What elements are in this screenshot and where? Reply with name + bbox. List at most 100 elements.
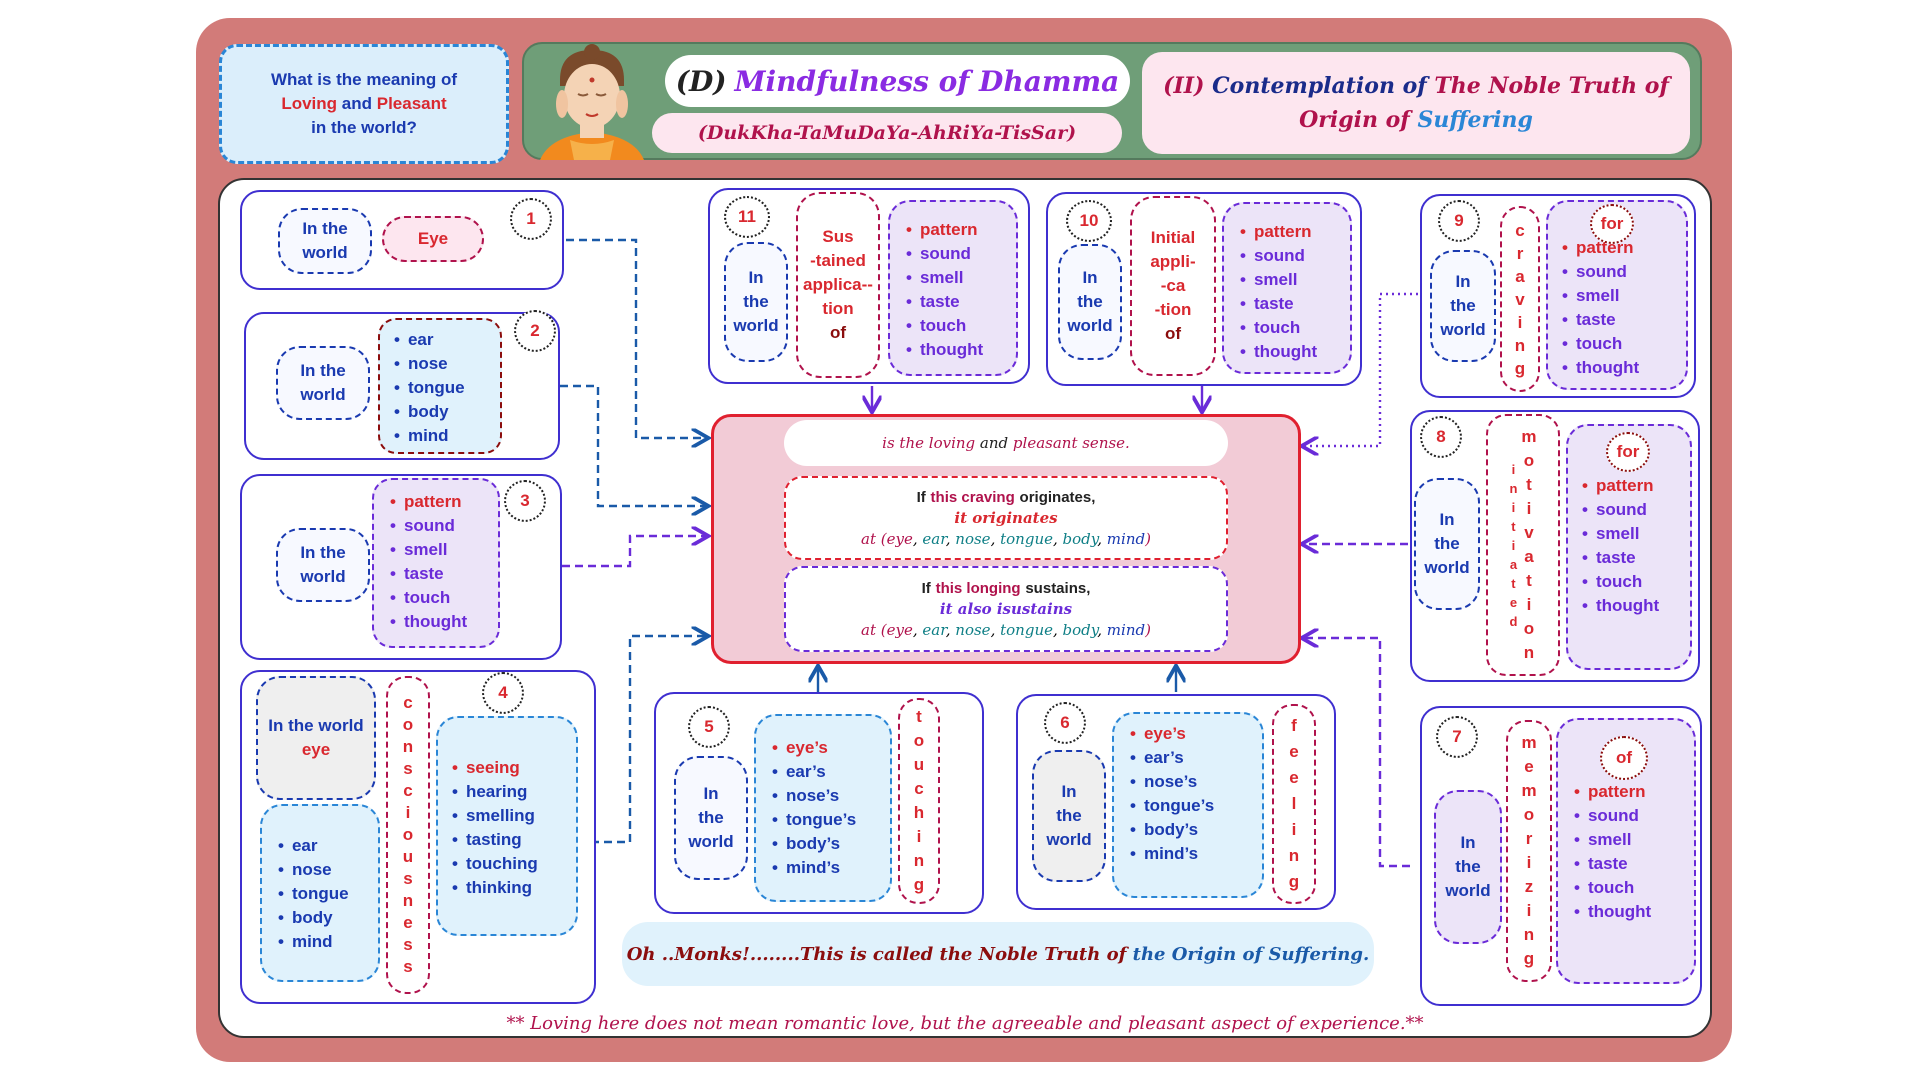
the-text: the (1450, 296, 1476, 315)
vertical-letter: c (403, 781, 413, 800)
list-item: pattern (1582, 474, 1659, 498)
title-pill: (D) Mindfulness of Dhamma (665, 55, 1130, 107)
vertical-letter: o (913, 731, 925, 750)
world-text: world (688, 832, 734, 851)
box-1-eye: Eye (382, 216, 484, 262)
vertical-letter: o (1523, 451, 1535, 470)
list-item: sound (390, 514, 467, 538)
list-item: nose’s (1130, 770, 1214, 794)
list-item: hearing (452, 780, 538, 804)
in-text: In (748, 268, 764, 287)
vertical-letter: o (1523, 805, 1535, 824)
arrow-4 (578, 636, 706, 844)
origin-originates: originates, (1019, 488, 1096, 506)
word-and: and (341, 94, 372, 113)
vertical-letter: e (1524, 757, 1534, 776)
list-item: touching (452, 852, 538, 876)
list-item: pattern (1240, 220, 1317, 244)
world-text: world (1046, 830, 1092, 849)
label-line: Initial (1150, 228, 1196, 247)
label-line: applica-- (803, 275, 873, 294)
box-10-list: pattern sound smell taste touch thought (1240, 220, 1317, 364)
world-text: world (1424, 558, 1470, 577)
organ-tongue: tongue (1000, 529, 1053, 548)
list-item: touch (1574, 876, 1651, 900)
the-text: the (1434, 534, 1460, 553)
organ-ear: ear (922, 529, 946, 548)
the-text: the (1077, 292, 1103, 311)
list-item: tongue’s (1130, 794, 1214, 818)
list-item: tongue (394, 376, 465, 400)
vertical-letter: c (403, 693, 413, 712)
list-item: thought (390, 610, 467, 634)
vertical-letter: n (913, 851, 925, 870)
vertical-letter: n (1523, 925, 1535, 944)
subtitle-pill: (DukKha-TaMuDaYa-AhRiYa-TisSar) (652, 113, 1122, 153)
world-text: world (1440, 320, 1486, 339)
list-item: smell (390, 538, 467, 562)
vertical-letter: a (1524, 547, 1534, 566)
sustain-it: it also isustains (939, 599, 1073, 618)
box-7-number: 7 (1436, 716, 1478, 758)
vertical-letter: a (1509, 556, 1518, 572)
box-1-number: 1 (510, 198, 552, 240)
vertical-letter: u (402, 847, 414, 866)
vertical-letter: i (1526, 853, 1532, 872)
vertical-letter: i (405, 803, 411, 822)
list-item: taste (390, 562, 467, 586)
label-line: -tion (1154, 300, 1192, 319)
vertical-letter: r (1516, 243, 1524, 263)
vertical-letter: n (1509, 480, 1518, 496)
box-7-of: of (1600, 736, 1648, 780)
list-item: eye’s (1130, 722, 1214, 746)
box-9-list: pattern sound smell taste touch thought (1562, 236, 1639, 380)
vertical-letter: f (1291, 716, 1297, 735)
list-item: sound (1582, 498, 1659, 522)
vertical-letter: d (1509, 613, 1518, 629)
in-text: In (1061, 782, 1077, 801)
sustain-box: If this longing sustains, it also isusta… (784, 566, 1228, 652)
organ-nose: nose (955, 620, 991, 639)
arrow-2 (560, 384, 706, 506)
monks-text-b: the Origin of Suffering (1132, 943, 1363, 965)
list-item: mind’s (1130, 842, 1214, 866)
list-item: pattern (390, 490, 467, 514)
list-item: smelling (452, 804, 538, 828)
vertical-letter: g (1514, 358, 1526, 378)
list-item: body’s (1130, 818, 1214, 842)
label-line: -ca (1160, 276, 1186, 295)
vertical-letter: v (1524, 523, 1534, 542)
list-item: tasting (452, 828, 538, 852)
sense-pleasant: pleasant sense. (1012, 433, 1130, 452)
the-text: the (698, 808, 724, 827)
box-9-number: 9 (1438, 200, 1480, 242)
footnote: ** Loving here does not mean romantic lo… (506, 1012, 1424, 1034)
list-item: thinking (452, 876, 538, 900)
label-line: of (829, 323, 847, 342)
box-11-sustained: Sus -tained applica-- tion of (796, 192, 880, 378)
monks-message: Oh ..Monks!........This is called the No… (622, 922, 1374, 986)
box-5-list: eye’s ear’s nose’s tongue’s body’s mind’… (772, 736, 856, 880)
vertical-letter: l (1291, 794, 1297, 813)
vertical-letter: t (1511, 518, 1516, 534)
list-item: thought (1574, 900, 1651, 924)
origin-line-1: If this craving originates, (917, 487, 1096, 508)
question-line-3: in the world? (311, 118, 417, 137)
list-item: thought (1582, 594, 1659, 618)
arrow-3 (562, 536, 706, 568)
list-item: ear’s (1130, 746, 1214, 770)
page-title: Mindfulness of Dhamma (734, 64, 1120, 98)
vertical-letter: i (1511, 461, 1516, 477)
box-3-number: 3 (504, 480, 546, 522)
list-item: touch (390, 586, 467, 610)
organ-mind: mind (1106, 620, 1146, 639)
sustain-at-line: at (eye, ear, nose, tongue, body, mind) (861, 620, 1151, 639)
sustain-at-close: ) (1145, 620, 1151, 639)
sustain-if: If (921, 579, 931, 597)
